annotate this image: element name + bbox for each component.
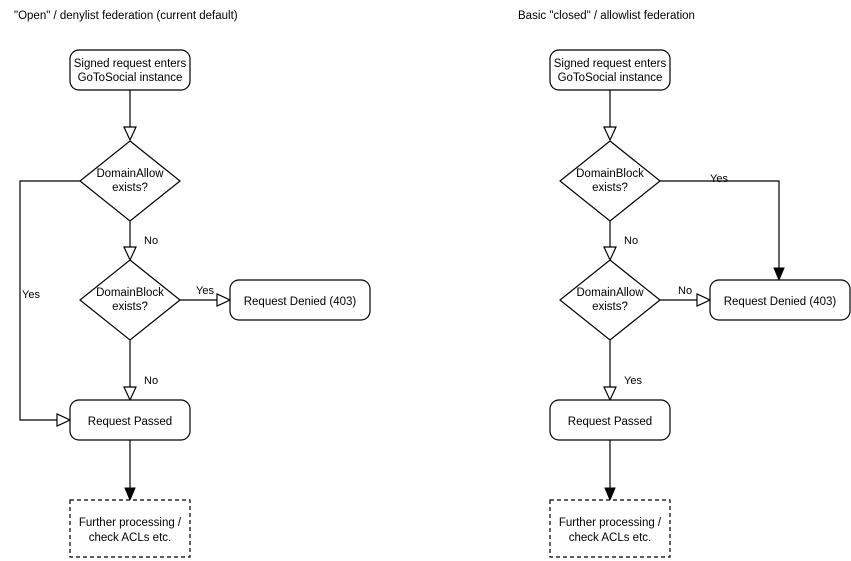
allowlist-edge-block-no-label: No — [624, 235, 638, 247]
denylist-edge-block-no-label: No — [144, 375, 158, 387]
allowlist-further-processing-label-line1: Further processing / — [559, 517, 662, 529]
denylist-request-denied-shape[interactable] — [229, 279, 371, 321]
allowlist-entry-label-line2: GoToSocial instance — [558, 72, 663, 84]
allowlist-edge-allow-no-label: No — [678, 285, 692, 297]
denylist-title: "Open" / denylist federation (current de… — [14, 10, 238, 22]
denylist-request-denied-label: Request Denied (403) — [244, 296, 357, 308]
allowlist-request-denied-node[interactable]: Request Denied (403) — [709, 279, 851, 321]
diagram-allowlist: Basic "closed" / allowlist federation Si… — [518, 10, 851, 558]
denylist-edge-block-no: No — [123, 340, 158, 402]
denylist-domainallow-label-line1: DomainAllow — [96, 168, 164, 180]
denylist-edge-allow-yes-line — [19, 180, 80, 421]
allowlist-domainallow-label-line2: exists? — [592, 301, 628, 313]
denylist-request-passed-node[interactable]: Request Passed — [69, 399, 191, 441]
denylist-domainblock-label-line2: exists? — [112, 301, 148, 313]
denylist-request-denied-node[interactable]: Request Denied (403) — [229, 279, 371, 321]
allowlist-edge-allow-yes: Yes — [603, 340, 642, 402]
denylist-edge-block-yes: Yes — [180, 285, 232, 307]
allowlist-edge-allow-yes-label: Yes — [624, 375, 642, 387]
denylist-edge-entry-to-allow — [123, 90, 137, 142]
denylist-edge-entry-to-allow-arrowhead — [123, 126, 137, 142]
denylist-domainblock-shape[interactable] — [79, 259, 181, 341]
denylist-further-processing-shape[interactable] — [69, 499, 191, 558]
denylist-further-processing-label-line1: Further processing / — [79, 517, 182, 529]
allowlist-domainallow-shape[interactable] — [559, 259, 661, 341]
denylist-request-passed-label: Request Passed — [88, 416, 172, 428]
allowlist-domainblock-label-line2: exists? — [592, 182, 628, 194]
allowlist-entry-node[interactable]: Signed request enters GoToSocial instanc… — [549, 49, 671, 91]
allowlist-edge-block-no-arrowhead — [603, 246, 617, 262]
allowlist-edge-block-yes-arrowhead — [773, 267, 785, 282]
allowlist-edge-passed-to-further — [604, 440, 616, 502]
allowlist-further-processing-label-line2: check ACLs etc. — [569, 532, 651, 544]
denylist-edge-allow-no-label: No — [144, 235, 158, 247]
allowlist-title: Basic "closed" / allowlist federation — [518, 10, 695, 22]
allowlist-request-denied-label: Request Denied (403) — [724, 296, 837, 308]
denylist-entry-node[interactable]: Signed request enters GoToSocial instanc… — [69, 49, 191, 91]
allowlist-request-passed-node[interactable]: Request Passed — [549, 399, 671, 441]
allowlist-domainblock-shape[interactable] — [559, 140, 661, 222]
denylist-further-processing-label-line2: check ACLs etc. — [89, 532, 171, 544]
allowlist-domainblock-decision[interactable]: DomainBlock exists? — [559, 140, 661, 222]
allowlist-edge-passed-to-further-arrowhead — [604, 487, 616, 502]
denylist-edge-allow-yes: Yes — [19, 180, 80, 427]
allowlist-edge-allow-no-arrowhead — [696, 293, 712, 307]
denylist-edge-block-yes-label: Yes — [196, 285, 214, 297]
denylist-entry-label-line1: Signed request enters — [74, 58, 187, 70]
denylist-entry-shape[interactable] — [69, 49, 191, 91]
denylist-further-processing-node[interactable]: Further processing / check ACLs etc. — [69, 499, 191, 558]
denylist-edge-passed-to-further-arrowhead — [124, 487, 136, 502]
allowlist-domainallow-label-line1: DomainAllow — [576, 287, 644, 299]
diagram-denylist: "Open" / denylist federation (current de… — [14, 10, 371, 558]
denylist-edge-block-yes-arrowhead — [216, 293, 232, 307]
allowlist-domainblock-label-line1: DomainBlock — [576, 168, 644, 180]
allowlist-edge-allow-no: No — [660, 285, 712, 307]
allowlist-further-processing-shape[interactable] — [549, 499, 671, 558]
denylist-domainallow-label-line2: exists? — [112, 182, 148, 194]
allowlist-request-passed-label: Request Passed — [568, 416, 652, 428]
allowlist-edge-block-yes-line — [660, 180, 780, 275]
denylist-edge-passed-to-further — [124, 440, 136, 502]
allowlist-domainallow-decision[interactable]: DomainAllow exists? — [559, 259, 661, 341]
denylist-domainallow-decision[interactable]: DomainAllow exists? — [79, 140, 181, 222]
allowlist-edge-entry-to-block — [603, 90, 617, 142]
allowlist-entry-label-line1: Signed request enters — [554, 58, 667, 70]
denylist-domainallow-shape[interactable] — [79, 140, 181, 222]
allowlist-edge-entry-to-block-arrowhead — [603, 126, 617, 142]
denylist-edge-block-no-arrowhead — [123, 386, 137, 402]
allowlist-edge-block-yes: Yes — [660, 173, 785, 282]
denylist-entry-label-line2: GoToSocial instance — [78, 72, 183, 84]
denylist-domainblock-label-line1: DomainBlock — [96, 287, 164, 299]
allowlist-entry-shape[interactable] — [549, 49, 671, 91]
allowlist-further-processing-node[interactable]: Further processing / check ACLs etc. — [549, 499, 671, 558]
denylist-domainblock-decision[interactable]: DomainBlock exists? — [79, 259, 181, 341]
denylist-edge-allow-no: No — [123, 221, 158, 262]
allowlist-edge-block-yes-label: Yes — [710, 173, 728, 185]
denylist-edge-allow-yes-arrowhead — [56, 413, 72, 427]
allowlist-edge-block-no: No — [603, 221, 638, 262]
denylist-edge-allow-no-arrowhead — [123, 246, 137, 262]
allowlist-request-denied-shape[interactable] — [709, 279, 851, 321]
denylist-edge-allow-yes-label: Yes — [22, 289, 40, 301]
allowlist-edge-allow-yes-arrowhead — [603, 386, 617, 402]
